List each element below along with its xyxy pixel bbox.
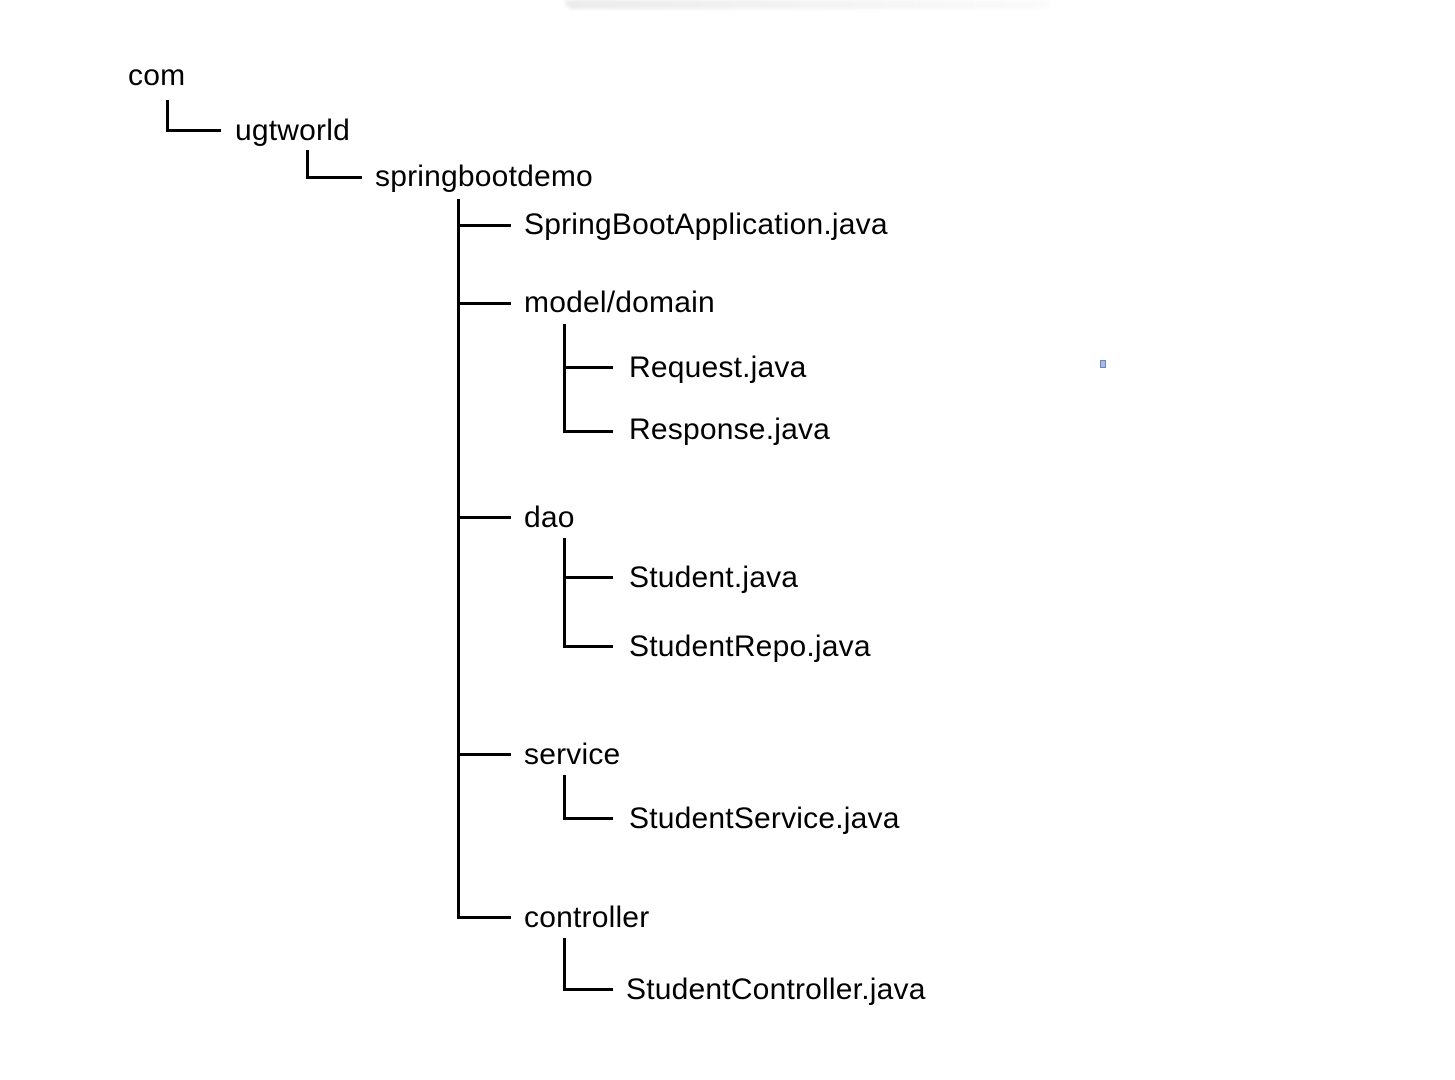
tree-node-model-domain: model/domain bbox=[524, 286, 715, 319]
connector-branch-student bbox=[563, 576, 613, 579]
connector-branch-studentrepo bbox=[563, 645, 613, 648]
connector-branch-request bbox=[563, 366, 613, 369]
tree-node-springbootapplication-java: SpringBootApplication.java bbox=[524, 208, 888, 241]
connector-trunk-controller bbox=[563, 938, 566, 991]
tree-node-dao: dao bbox=[524, 501, 575, 534]
connector-trunk-service bbox=[563, 775, 566, 820]
tree-node-controller: controller bbox=[524, 901, 650, 934]
tree-node-studentservice-java: StudentService.java bbox=[629, 802, 900, 835]
tree-node-student-java: Student.java bbox=[629, 561, 799, 594]
connector-branch-dao bbox=[457, 516, 511, 519]
tree-node-response-java: Response.java bbox=[629, 413, 831, 446]
connector-branch-studentcontroller bbox=[563, 988, 613, 991]
tree-node-com: com bbox=[128, 59, 186, 92]
connector-elbow-springbootdemo-vertical bbox=[306, 150, 309, 179]
tree-node-request-java: Request.java bbox=[629, 351, 807, 384]
top-edge-smudge-artifact bbox=[565, 0, 1050, 9]
connector-trunk-model-domain bbox=[563, 324, 566, 433]
connector-branch-controller bbox=[457, 916, 511, 919]
connector-trunk-springbootdemo bbox=[457, 199, 460, 919]
tiny-blue-mark-artifact bbox=[1100, 360, 1106, 368]
tree-node-service: service bbox=[524, 738, 621, 771]
connector-trunk-dao bbox=[563, 538, 566, 648]
connector-branch-studentservice bbox=[563, 817, 613, 820]
connector-branch-service bbox=[457, 753, 511, 756]
connector-elbow-ugtworld-vertical bbox=[166, 100, 169, 132]
tree-node-studentrepo-java: StudentRepo.java bbox=[629, 630, 871, 663]
connector-branch-springbootapplication bbox=[457, 224, 511, 227]
connector-branch-response bbox=[563, 430, 613, 433]
connector-branch-model-domain bbox=[457, 302, 511, 305]
tree-node-ugtworld: ugtworld bbox=[235, 114, 350, 147]
tree-node-springbootdemo: springbootdemo bbox=[375, 160, 593, 193]
connector-elbow-ugtworld-horizontal bbox=[166, 129, 221, 132]
tree-node-studentcontroller-java: StudentController.java bbox=[626, 973, 926, 1006]
connector-elbow-springbootdemo-horizontal bbox=[306, 176, 362, 179]
